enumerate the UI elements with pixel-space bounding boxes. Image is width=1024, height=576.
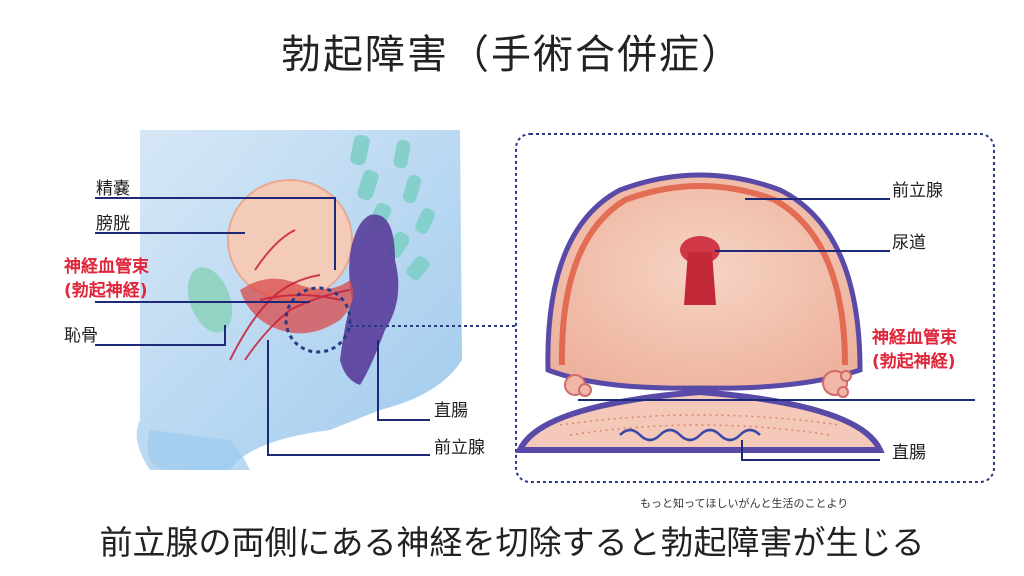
focus-circle bbox=[284, 286, 352, 354]
right-leader-lines bbox=[578, 198, 975, 461]
label-rectum-right: 直腸 bbox=[892, 443, 926, 463]
label-seminal-vesicle: 精嚢 bbox=[96, 179, 130, 199]
label-nvb-left-2: (勃起神経) bbox=[64, 281, 148, 301]
cross-section bbox=[515, 172, 885, 453]
label-rectum-left: 直腸 bbox=[434, 401, 468, 421]
urethra-body bbox=[684, 252, 716, 305]
spine bbox=[350, 134, 435, 280]
rectum-section bbox=[515, 388, 885, 453]
label-urethra: 尿道 bbox=[892, 233, 926, 253]
label-pubis: 恥骨 bbox=[64, 326, 98, 346]
label-nvb-right-1: 神経血管束 bbox=[872, 328, 957, 348]
rectum-shape bbox=[340, 214, 399, 385]
nvb-right bbox=[822, 370, 852, 398]
label-nvb-left-1: 神経血管束 bbox=[64, 257, 149, 277]
pubic-bone-shape bbox=[187, 267, 233, 333]
caption: 前立腺の両側にある神経を切除すると勃起障害が生じる bbox=[99, 523, 925, 562]
left-leader-lines bbox=[95, 197, 430, 456]
label-prostate-left: 前立腺 bbox=[434, 438, 485, 458]
detail-box bbox=[515, 133, 995, 483]
page-title: 勃起障害（手術合併症） bbox=[281, 32, 743, 78]
source-credit: もっと知ってほしいがんと生活のことより bbox=[640, 497, 849, 510]
label-bladder: 膀胱 bbox=[96, 214, 130, 234]
label-prostate-right: 前立腺 bbox=[892, 181, 943, 201]
vessels bbox=[229, 229, 351, 361]
nvb-left bbox=[564, 374, 592, 397]
label-nvb-right-2: (勃起神経) bbox=[872, 352, 956, 372]
sagittal-section bbox=[136, 130, 462, 470]
